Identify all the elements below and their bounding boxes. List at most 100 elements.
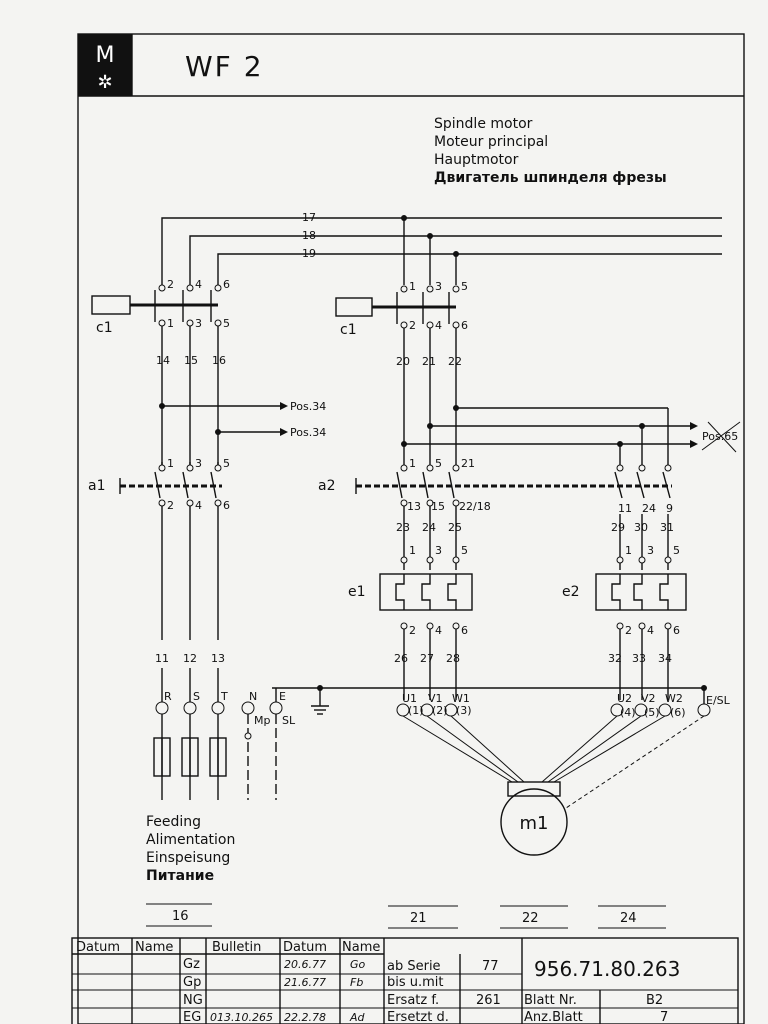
svg-text:3: 3 <box>435 280 442 293</box>
svg-text:21: 21 <box>461 457 475 470</box>
svg-text:5: 5 <box>223 457 230 470</box>
contactor-c1-left: 2 4 6 1 3 5 c1 <box>91 278 230 336</box>
svg-text:77: 77 <box>482 959 499 974</box>
column-ref-22: 22 <box>522 911 539 926</box>
svg-text:1: 1 <box>625 544 632 557</box>
svg-text:(2): (2) <box>432 704 448 717</box>
feeding-line-2: Alimentation <box>146 832 235 848</box>
svg-text:21: 21 <box>422 355 436 368</box>
description-line-2: Moteur principal <box>434 134 548 150</box>
svg-text:Name: Name <box>135 940 173 955</box>
svg-text:E: E <box>279 690 286 703</box>
feeding-line-1: Feeding <box>146 814 201 830</box>
svg-text:5: 5 <box>461 280 468 293</box>
overload-relay-e2: 1 3 5 2 4 6 e2 <box>562 544 687 637</box>
svg-text:22.2.78: 22.2.78 <box>284 1011 326 1024</box>
pos34-ref-b: Pos.34 <box>290 426 326 439</box>
wire-label-19: 19 <box>302 247 316 260</box>
description-line-4: Двигатель шпинделя фрезы <box>434 170 667 186</box>
svg-text:2: 2 <box>625 624 632 637</box>
supply-terminals: R S T N E Mp SL <box>155 690 296 727</box>
svg-text:3: 3 <box>195 457 202 470</box>
svg-text:16: 16 <box>212 354 226 367</box>
svg-text:S: S <box>193 690 200 703</box>
svg-text:28: 28 <box>446 652 460 665</box>
svg-text:4: 4 <box>435 624 442 637</box>
svg-text:Blatt Nr.: Blatt Nr. <box>524 993 577 1008</box>
svg-text:6: 6 <box>461 319 468 332</box>
svg-text:11: 11 <box>155 652 169 665</box>
drawing-number: 956.71.80.263 <box>534 957 680 981</box>
svg-text:Ad: Ad <box>349 1011 366 1024</box>
svg-text:3: 3 <box>647 544 654 557</box>
svg-text:31: 31 <box>660 521 674 534</box>
svg-text:20: 20 <box>396 355 410 368</box>
feeding-line-3: Einspeisung <box>146 850 230 866</box>
svg-text:Go: Go <box>350 958 366 971</box>
svg-text:U2: U2 <box>617 692 632 705</box>
svg-text:(1): (1) <box>408 704 424 717</box>
svg-text:13: 13 <box>407 500 421 513</box>
svg-text:Ersatz f.: Ersatz f. <box>387 993 439 1008</box>
svg-text:261: 261 <box>476 993 501 1008</box>
feeding-line-4: Питание <box>146 868 214 884</box>
svg-text:13: 13 <box>211 652 225 665</box>
svg-text:15: 15 <box>184 354 198 367</box>
svg-text:3: 3 <box>195 317 202 330</box>
svg-text:22/18: 22/18 <box>459 500 491 513</box>
svg-text:NG: NG <box>183 993 203 1008</box>
svg-text:Name: Name <box>342 940 380 955</box>
svg-text:bis u.mit: bis u.mit <box>387 975 444 990</box>
svg-text:ab Serie: ab Serie <box>387 959 441 974</box>
svg-text:5: 5 <box>673 544 680 557</box>
svg-text:2: 2 <box>409 319 416 332</box>
svg-text:013.10.265: 013.10.265 <box>210 1011 273 1024</box>
svg-text:24: 24 <box>642 502 656 515</box>
svg-text:6: 6 <box>223 499 230 512</box>
switch-a1-label: a1 <box>88 478 106 494</box>
svg-text:5: 5 <box>461 544 468 557</box>
svg-text:32: 32 <box>608 652 622 665</box>
svg-text:U1: U1 <box>402 692 417 705</box>
svg-text:T: T <box>220 690 228 703</box>
svg-text:N: N <box>249 690 257 703</box>
svg-text:2: 2 <box>409 624 416 637</box>
svg-text:B2: B2 <box>646 993 663 1008</box>
svg-text:14: 14 <box>156 354 170 367</box>
svg-text:SL: SL <box>282 714 296 727</box>
svg-text:24: 24 <box>422 521 436 534</box>
column-ref-21: 21 <box>410 911 427 926</box>
column-ref-16: 16 <box>172 909 189 924</box>
svg-text:2: 2 <box>167 278 174 291</box>
overload-relay-e1: 1 3 5 2 4 6 e1 <box>348 544 473 637</box>
svg-text:V1: V1 <box>428 692 443 705</box>
svg-text:9: 9 <box>666 502 673 515</box>
wire-label-18: 18 <box>302 229 316 242</box>
svg-text:30: 30 <box>634 521 648 534</box>
column-ref-24: 24 <box>620 911 637 926</box>
svg-text:4: 4 <box>195 278 202 291</box>
pos34-ref-a: Pos.34 <box>290 400 326 413</box>
svg-text:6: 6 <box>461 624 468 637</box>
svg-text:7: 7 <box>660 1010 668 1024</box>
contactor-c1-right-label: c1 <box>340 322 357 338</box>
svg-text:34: 34 <box>658 652 672 665</box>
svg-text:Bulletin: Bulletin <box>212 940 261 955</box>
svg-text:EG: EG <box>183 1010 201 1024</box>
svg-text:Anz.Blatt: Anz.Blatt <box>524 1010 583 1024</box>
svg-text:(4): (4) <box>620 706 636 719</box>
svg-text:25: 25 <box>448 521 462 534</box>
svg-text:Gp: Gp <box>183 975 201 990</box>
motor-terminals: U1 V1 W1 (1) (2) (3) U2 V2 W2 (4) (5) (6… <box>396 692 731 719</box>
svg-text:W1: W1 <box>452 692 470 705</box>
svg-text:Datum: Datum <box>76 940 120 955</box>
svg-text:6: 6 <box>223 278 230 291</box>
svg-text:3: 3 <box>435 544 442 557</box>
motor-m1-label: m1 <box>520 813 549 834</box>
svg-text:(5): (5) <box>644 706 660 719</box>
contactor-c1-left-label: c1 <box>96 320 113 336</box>
title-block: Datum Name Bulletin Datum Name Gz Gp NG … <box>71 937 739 1024</box>
page-title: WF 2 <box>185 50 264 83</box>
svg-text:4: 4 <box>435 319 442 332</box>
svg-text:29: 29 <box>611 521 625 534</box>
